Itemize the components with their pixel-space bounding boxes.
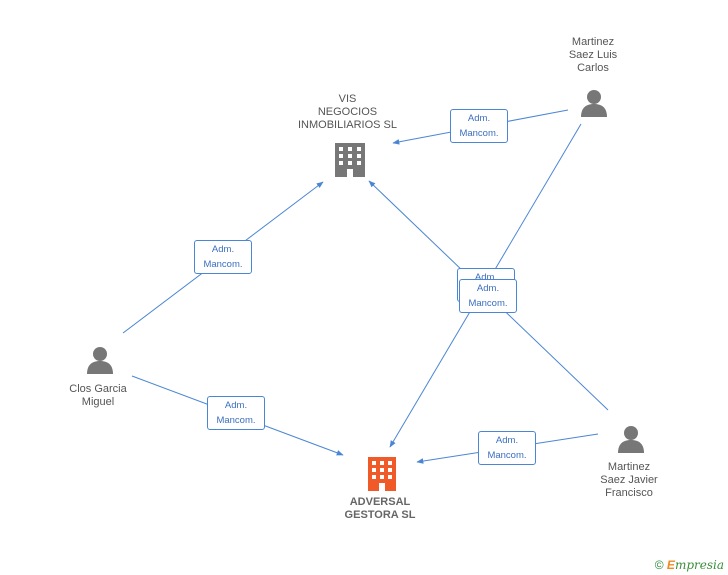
building-icon [335,143,365,177]
empresia-copyright: © Empresia [655,558,724,572]
edge-label-martinez-javier-vis: Adm. Mancom. [459,279,517,313]
building-icon-main [368,457,396,491]
empresia-logo-e: E [666,558,675,572]
company-label-adversal[interactable]: ADVERSAL GESTORA SL [344,496,416,521]
person-label-clos[interactable]: Clos Garcia Miguel [69,383,127,408]
edge-label-martinez-javier-adversal: Adm. Mancom. [478,431,536,465]
edge-label-clos-adversal: Adm. Mancom. [207,396,265,430]
person-label-martinez-luis[interactable]: Martinez Saez Luis Carlos [568,36,618,74]
person-icon-clos [87,347,113,374]
edge-label-clos-vis: Adm. Mancom. [194,240,252,274]
company-label-vis[interactable]: VIS NEGOCIOS INMOBILIARIOS SL [297,93,398,131]
edge-label-martinez-luis-vis: Adm. Mancom. [450,109,508,143]
person-label-martinez-javier[interactable]: Martinez Saez Javier Francisco [600,461,658,499]
copyright-symbol: © [654,558,664,572]
person-icon-martinez-javier [618,426,644,453]
person-icon-martinez-luis [581,90,607,117]
empresia-logo-text: mpresia [674,558,724,572]
